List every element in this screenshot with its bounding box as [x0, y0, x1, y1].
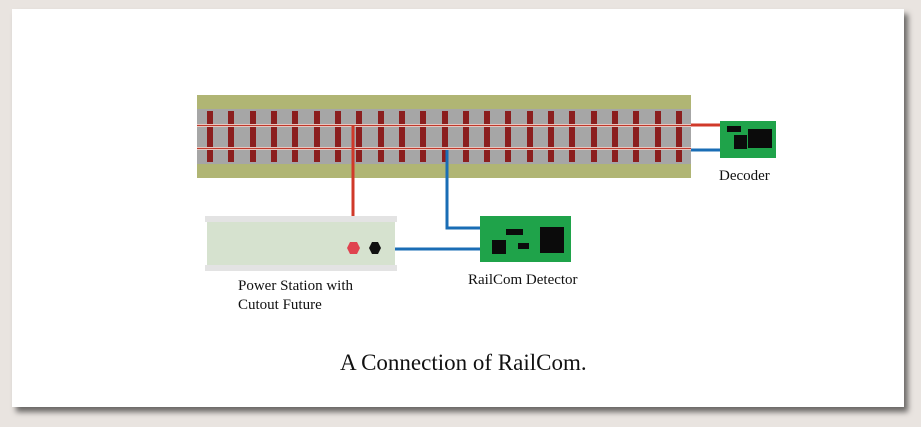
track-sleepers [207, 111, 682, 162]
power-station-top-trim [205, 216, 397, 222]
black-terminal [369, 242, 381, 254]
track-sleeper [612, 111, 618, 162]
track-sleeper [356, 111, 362, 162]
detector-chip-top [506, 229, 523, 235]
track-sleeper [399, 111, 405, 162]
power-station-body [207, 219, 395, 269]
decoder-label: Decoder [719, 168, 770, 184]
power-station-label-line2: Cutout Future [238, 297, 322, 313]
track-sleeper [442, 111, 448, 162]
track-sleeper [378, 111, 384, 162]
decoder-chip-main [748, 129, 772, 148]
decoder-chip-small [727, 126, 741, 132]
track-sleeper [463, 111, 469, 162]
track-sleeper [633, 111, 639, 162]
diagram-caption: A Connection of RailCom. [340, 350, 587, 375]
track-sleeper [271, 111, 277, 162]
track-sleeper [484, 111, 490, 162]
power-station-bottom-trim [205, 265, 397, 271]
blue-wire-detector [445, 150, 484, 230]
track-sleeper [207, 111, 213, 162]
decoder-chip-left [734, 135, 747, 149]
track-sleeper [655, 111, 661, 162]
track [197, 95, 691, 178]
track-sleeper [548, 111, 554, 162]
railcom-detector-label: RailCom Detector [468, 272, 578, 288]
railcom-detector-board [480, 216, 571, 262]
wires [351, 123, 722, 251]
track-sleeper [292, 111, 298, 162]
track-sleeper [527, 111, 533, 162]
track-sleeper [505, 111, 511, 162]
track-sleeper [228, 111, 234, 162]
diagram-card [12, 9, 904, 407]
track-sleeper [250, 111, 256, 162]
power-station-label-line1: Power Station with [238, 278, 353, 294]
power-station [205, 216, 397, 271]
track-sleeper [314, 111, 320, 162]
decoder-board [720, 121, 776, 158]
detector-chip-left [492, 240, 506, 254]
track-sleeper [420, 111, 426, 162]
rail-bottom-edge [197, 148, 691, 149]
track-sleeper [335, 111, 341, 162]
track-sleeper [569, 111, 575, 162]
detector-chip-main [540, 227, 564, 253]
rail-top-edge [197, 125, 691, 126]
track-sleeper [676, 111, 682, 162]
detector-chip-small [518, 243, 529, 249]
track-sleeper [591, 111, 597, 162]
red-terminal [347, 242, 360, 254]
